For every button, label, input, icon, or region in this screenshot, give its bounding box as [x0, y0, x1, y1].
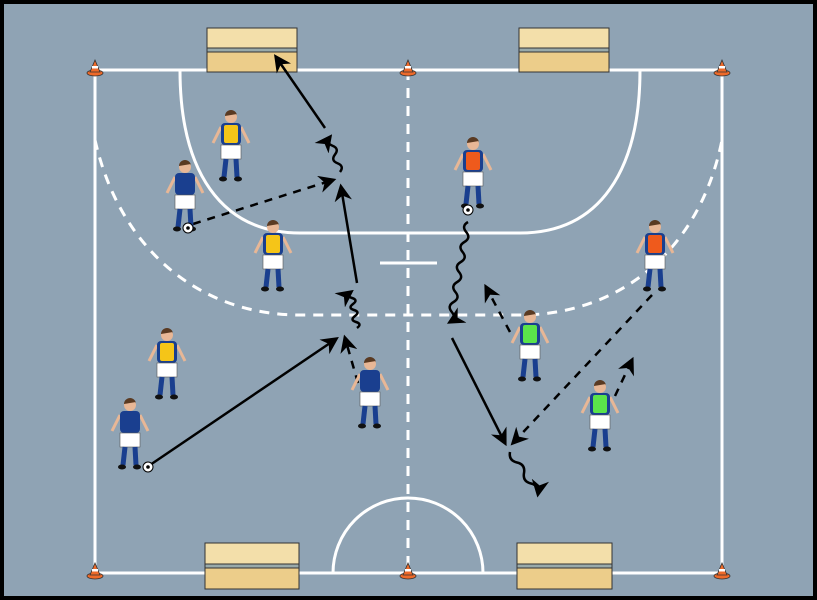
cone-icon: [86, 58, 104, 77]
dribble-arrow: [508, 451, 550, 498]
player-red-bib: [635, 220, 675, 292]
player-blue: [350, 357, 390, 429]
player-yellow-bib: [147, 328, 187, 400]
run-arrow-dashed: [192, 175, 337, 226]
cone-icon: [86, 561, 104, 580]
dribble-arrow: [334, 289, 361, 330]
run-arrow-dashed: [340, 334, 360, 384]
cone-icon: [713, 58, 731, 77]
bib: [523, 325, 537, 343]
ball-icon: [182, 222, 194, 234]
center-circle: [331, 496, 485, 574]
bib: [466, 152, 480, 170]
bib: [266, 235, 280, 253]
bib: [593, 395, 607, 413]
ball-icon: [142, 461, 154, 473]
player-yellow-bib: [253, 220, 293, 292]
player-blue: [110, 398, 154, 473]
bib: [224, 125, 238, 143]
second-penalty-line: [93, 139, 724, 317]
penalty-area: [178, 69, 642, 235]
player-red-bib: [453, 137, 493, 216]
cone-icon: [713, 561, 731, 580]
cone-icon: [399, 561, 417, 580]
goal-bench: [204, 542, 300, 590]
bib: [648, 235, 662, 253]
player-blue: [165, 160, 205, 234]
run-arrow-dashed: [613, 356, 634, 397]
cone-icon: [399, 58, 417, 77]
goal-bench: [518, 27, 610, 73]
dribble-arrow: [446, 220, 470, 324]
goal-bench: [206, 27, 298, 73]
pass-arrow: [149, 337, 339, 467]
run-arrow-dashed: [510, 294, 653, 446]
bib: [160, 343, 174, 361]
dribble-arrow: [314, 134, 344, 173]
run-arrow: [334, 183, 359, 284]
shot-arrow: [274, 54, 327, 129]
player-yellow-bib: [211, 110, 251, 182]
player-green-bib: [580, 380, 620, 452]
goal-bench: [516, 542, 613, 590]
player-green-bib: [510, 310, 550, 382]
ball-icon: [462, 204, 474, 216]
pass-arrow: [450, 337, 507, 447]
